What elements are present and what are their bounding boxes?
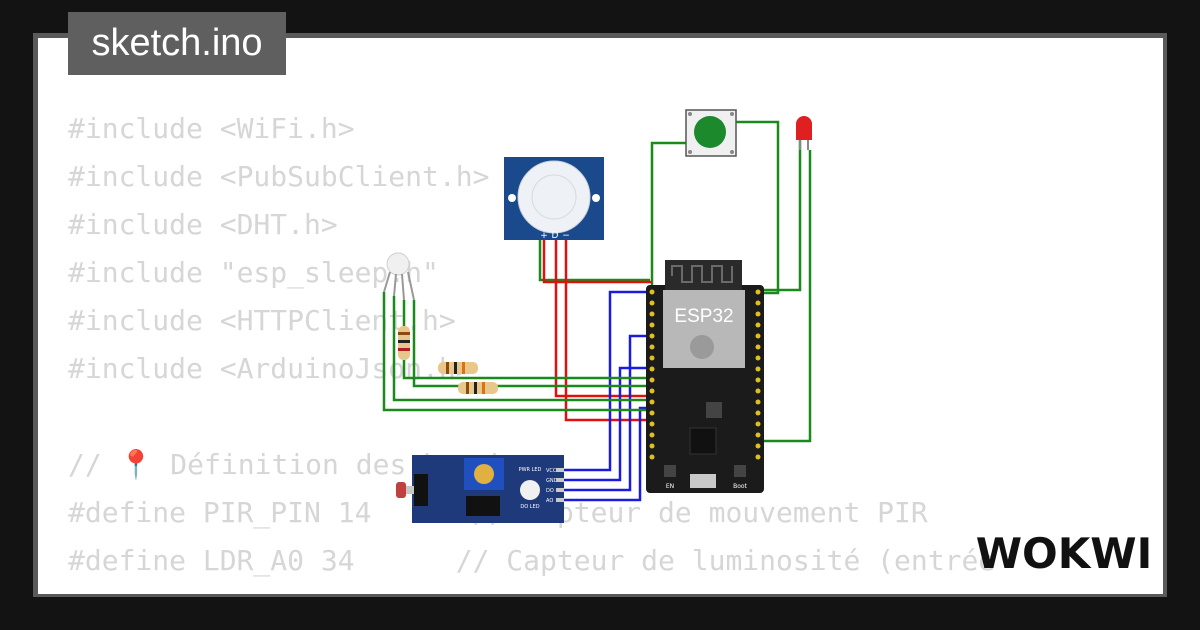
wire-blue: [564, 406, 652, 502]
wire-blue: [564, 290, 652, 472]
pir-pin-label: D: [552, 231, 559, 241]
wire-blue: [564, 334, 652, 492]
wire-red: [542, 240, 652, 284]
wokwi-logo: WOKWI: [976, 529, 1152, 578]
red-led: [796, 116, 812, 150]
ldr-module[interactable]: PWR LED DO LED VCC GND DO AO: [396, 455, 564, 523]
pin-header-right: [755, 289, 761, 460]
code-line: #include <WiFi.h>: [68, 112, 355, 145]
ldr-pin-label: AO: [546, 498, 553, 504]
board-label: ESP32: [674, 306, 733, 327]
wire-red: [564, 240, 652, 422]
wire-green: [392, 296, 652, 402]
code-editor: #include <WiFi.h> #include <PubSubClient.…: [68, 105, 995, 594]
pin-header-left: [649, 289, 655, 460]
ldr-pin-label: DO: [546, 488, 554, 494]
wire-green: [758, 140, 802, 292]
file-tab-label: sketch.ino: [91, 22, 263, 64]
code-line: #define PIR_PIN 14 // Capteur de mouveme…: [68, 496, 928, 529]
esp32-board[interactable]: ESP32 EN Boot: [646, 260, 764, 493]
pir-pin-label: −: [562, 231, 570, 241]
wire-green: [412, 300, 652, 388]
wire-green: [538, 240, 650, 282]
pir-pin-label: +: [540, 231, 548, 241]
resistor: [438, 362, 478, 374]
wire-green: [736, 120, 780, 295]
pir-sensor[interactable]: + D −: [504, 157, 604, 241]
wire-green: [382, 292, 652, 412]
ldr-led-label: PWR LED: [519, 467, 542, 473]
wire-green: [758, 150, 812, 443]
preview-panel: #include <WiFi.h> #include <PubSubClient.…: [38, 38, 1163, 594]
code-line: #include <ArduinoJson.h>: [68, 352, 473, 385]
resistor: [458, 382, 498, 394]
rgb-led: [383, 252, 415, 301]
wire-green: [650, 141, 686, 300]
code-line: #include <PubSubClient.h>: [68, 160, 490, 193]
resistor: [398, 326, 410, 360]
en-label: EN: [666, 483, 674, 490]
code-line: #define LDR_D0 35 // Capteur de luminosi…: [68, 585, 995, 594]
ldr-pin-label: VCC: [546, 468, 557, 474]
boot-label: Boot: [733, 483, 747, 490]
code-line: #define LDR_A0 34 // Capteur de luminosi…: [68, 544, 996, 577]
wire-blue: [564, 366, 652, 482]
code-line: #include <HTTPClient.h>: [68, 304, 456, 337]
file-tab[interactable]: sketch.ino: [68, 12, 286, 75]
logo-wordmark: WOKWI: [976, 529, 1152, 578]
code-line: #include <DHT.h>: [68, 208, 338, 241]
push-button[interactable]: [685, 109, 737, 157]
button-cap[interactable]: [694, 116, 726, 148]
wire-red: [554, 240, 652, 398]
ldr-pin-label: GND: [546, 478, 558, 484]
ldr-led-label: DO LED: [520, 504, 539, 510]
